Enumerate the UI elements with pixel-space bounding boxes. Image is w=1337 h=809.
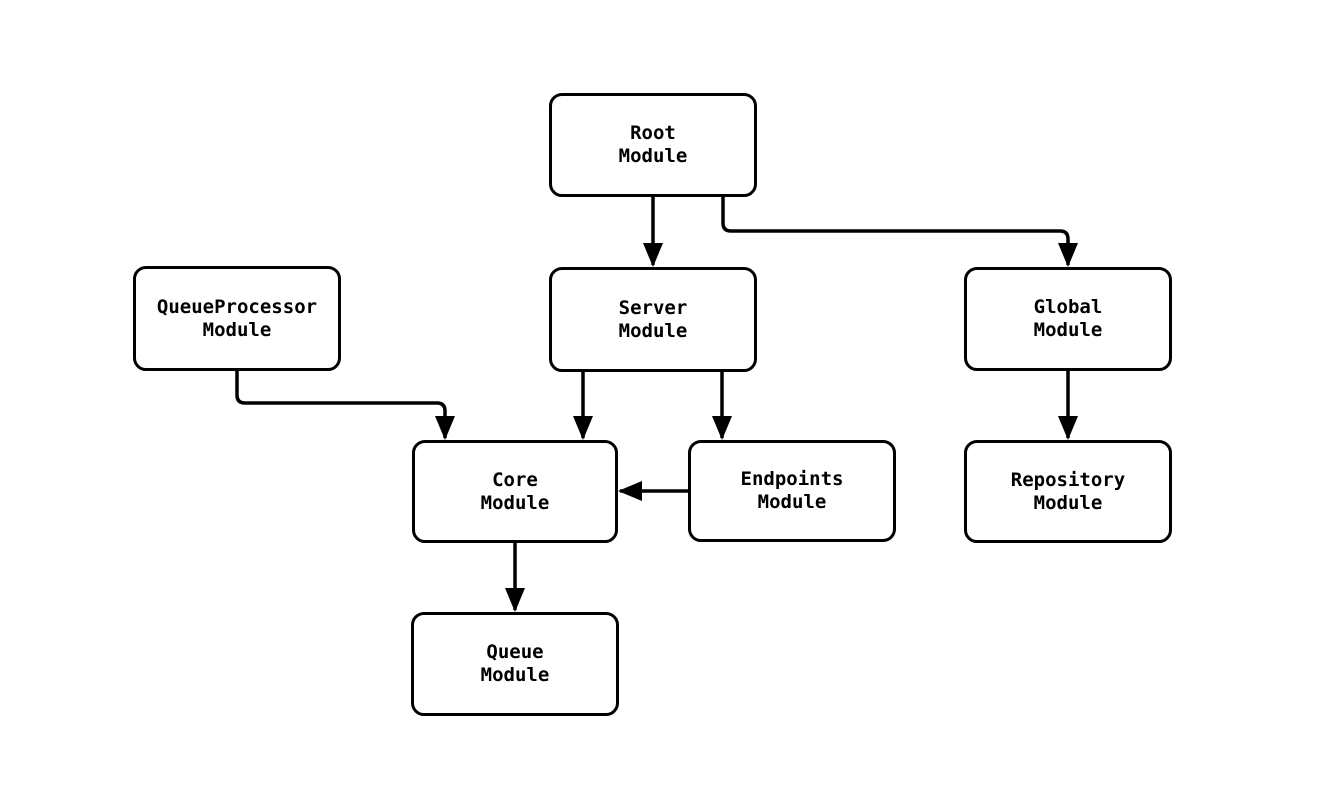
node-global-module: Global Module	[964, 267, 1172, 371]
node-queueprocessor-module-label: QueueProcessor Module	[156, 295, 318, 341]
node-global-module-label: Global Module	[1033, 296, 1103, 341]
node-core-module: Core Module	[412, 440, 618, 543]
node-core-module-label: Core Module	[480, 468, 550, 514]
node-repository-module: Repository Module	[964, 440, 1172, 543]
node-server-module: Server Module	[549, 267, 757, 372]
edge-queueprocessor-to-core	[235, 371, 455, 440]
node-root-module: Root Module	[549, 93, 757, 197]
node-root-module-label: Root Module	[618, 122, 688, 167]
node-server-module-label: Server Module	[618, 296, 688, 342]
node-queueprocessor-module: QueueProcessor Module	[133, 266, 341, 371]
node-queue-module: Queue Module	[411, 612, 619, 716]
node-endpoints-module-label: Endpoints Module	[740, 468, 844, 513]
node-queue-module-label: Queue Module	[480, 641, 550, 686]
edge-root-to-global	[721, 197, 1078, 267]
node-repository-module-label: Repository Module	[1010, 468, 1126, 514]
node-endpoints-module: Endpoints Module	[688, 440, 896, 542]
